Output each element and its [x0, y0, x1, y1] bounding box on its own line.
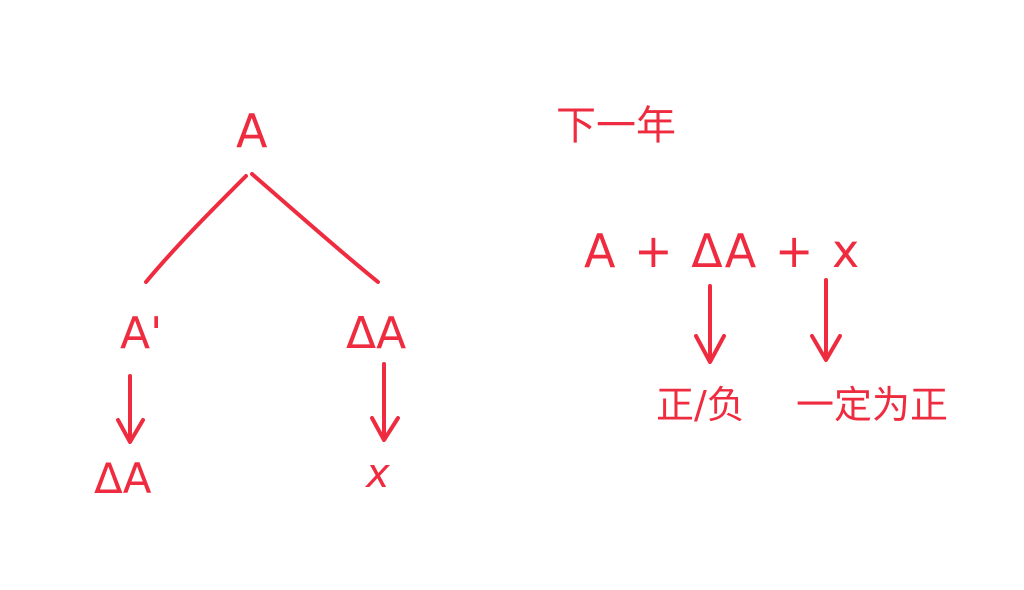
arrow-right-head [370, 416, 400, 442]
x-sign-annotation: 一定为正 [796, 383, 949, 427]
tree-left-leaf-label: ΔA [94, 454, 152, 503]
arrow-x-head [810, 334, 842, 362]
tree-right-leaf-label: x [366, 451, 390, 497]
tree-right-child-label: ΔA [346, 308, 407, 359]
branch-right-line [250, 172, 380, 284]
tree-left-child-label: A' [120, 308, 163, 359]
equation-text: A + ΔA + x [584, 224, 862, 278]
delta-sign-annotation: 正/负 [656, 383, 745, 427]
arrow-delta-head [694, 334, 726, 364]
arrow-left-head [116, 418, 145, 444]
tree-root-label: A [236, 104, 268, 158]
branch-left-line [144, 174, 248, 284]
next-year-heading: 下一年 [556, 103, 676, 149]
